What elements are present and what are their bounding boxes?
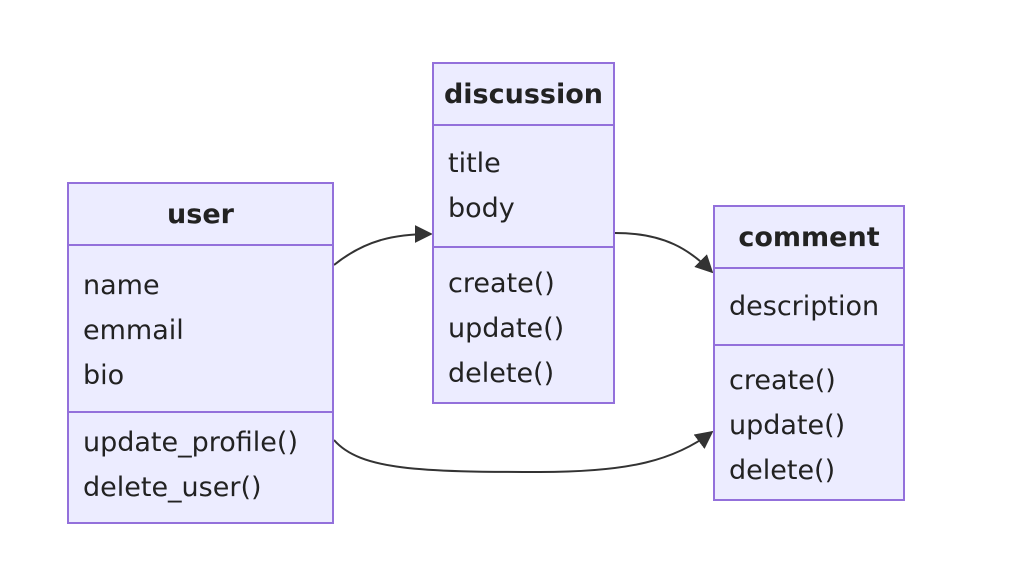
edge-user-to-discussion — [333, 225, 433, 266]
attribute: bio — [83, 360, 125, 391]
class-title: discussion — [434, 64, 613, 126]
attributes-section: title body — [434, 126, 613, 248]
edge-discussion-to-comment — [614, 232, 714, 274]
method: update() — [448, 313, 565, 344]
methods-section: update_profile() delete_user() — [69, 413, 332, 510]
class-node-comment[interactable]: comment description create() update() de… — [713, 205, 905, 501]
methods-section: create() update() delete() — [434, 248, 613, 396]
attribute: body — [448, 193, 515, 224]
edge-user-to-comment — [333, 430, 714, 474]
method: delete() — [729, 455, 836, 486]
attribute: emmail — [83, 315, 184, 346]
method: delete_user() — [83, 472, 262, 503]
method: update() — [729, 410, 846, 441]
attribute: title — [448, 148, 501, 179]
class-node-user[interactable]: user name emmail bio update_profile() de… — [67, 182, 334, 524]
methods-section: create() update() delete() — [715, 346, 903, 493]
attributes-section: description — [715, 269, 903, 346]
attribute: name — [83, 270, 160, 301]
class-title: comment — [715, 207, 903, 269]
method: create() — [729, 365, 836, 396]
attributes-section: name emmail bio — [69, 246, 332, 413]
method: create() — [448, 268, 555, 299]
method: update_profile() — [83, 427, 298, 458]
method: delete() — [448, 358, 555, 389]
class-title: user — [69, 184, 332, 246]
class-node-discussion[interactable]: discussion title body create() update() … — [432, 62, 615, 404]
attribute: description — [729, 291, 880, 322]
